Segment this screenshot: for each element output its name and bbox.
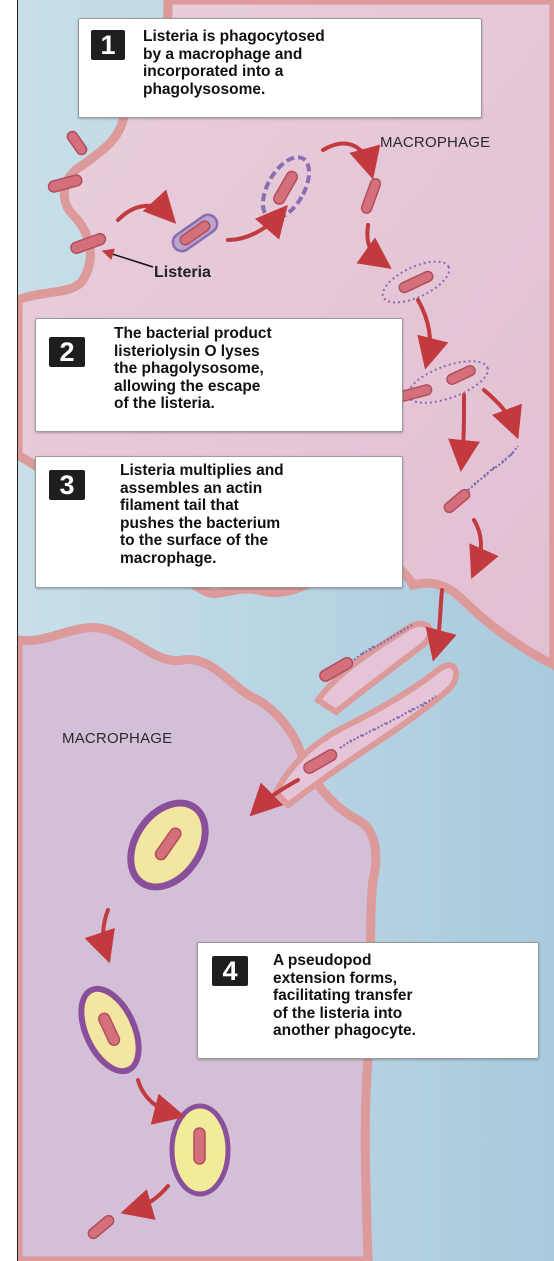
step-2-callout: 2 The bacterial product listeriolysin O … — [35, 318, 403, 432]
step-3-text: Listeria multiplies and assembles an act… — [120, 462, 398, 567]
listeria-infection-diagram: MACROPHAGE MACROPHAGE Listeria 1 Listeri… — [18, 0, 554, 1261]
step-3-callout: 3 Listeria multiplies and assembles an a… — [35, 456, 403, 588]
step-4-number: 4 — [212, 956, 248, 986]
step-3-number: 3 — [49, 470, 85, 500]
step-4-callout: 4 A pseudopod extension forms, facilitat… — [197, 942, 539, 1059]
diagram-canvas — [18, 0, 554, 1261]
arrow — [462, 395, 464, 460]
macrophage-label-left: MACROPHAGE — [62, 730, 172, 747]
step-2-number: 2 — [49, 337, 85, 367]
step-1-text: Listeria is phagocytosed by a macrophage… — [143, 28, 473, 98]
step-1-callout: 1 Listeria is phagocytosed by a macropha… — [78, 18, 482, 118]
macrophage-label-top: MACROPHAGE — [380, 134, 490, 151]
step-2-text: The bacterial product listeriolysin O ly… — [114, 325, 396, 413]
listeria-bacterium — [194, 1128, 205, 1164]
listeria-label: Listeria — [154, 264, 211, 282]
step-1-number: 1 — [91, 30, 125, 60]
step-4-text: A pseudopod extension forms, facilitatin… — [273, 952, 533, 1040]
